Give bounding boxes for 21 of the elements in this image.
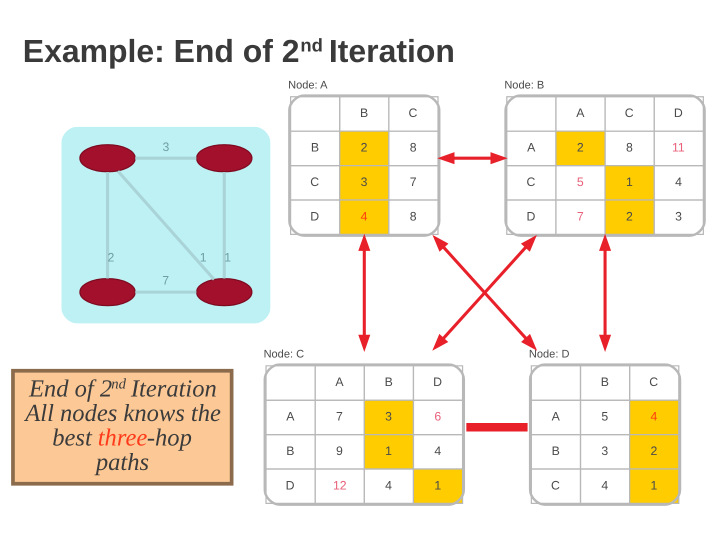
- node-ellipse: [79, 278, 136, 306]
- node-ellipse: [79, 144, 136, 172]
- connector: [116, 170, 216, 280]
- node-label: Node: B: [504, 79, 544, 92]
- node-ellipse: [196, 144, 253, 172]
- edge-label: 2: [108, 250, 114, 264]
- edge-label: 1: [200, 250, 207, 264]
- node-label: Node: C: [264, 348, 304, 360]
- cluster: [61, 126, 270, 324]
- node-ellipse: [196, 278, 253, 306]
- diagram-title: Example: End of 2$^{nd}$ Iteration: [22, 33, 455, 70]
- node-label: Node: A: [288, 79, 328, 92]
- edge-label: 3: [162, 140, 170, 154]
- node-label: Node: D: [528, 348, 570, 360]
- arrow: [599, 234, 612, 352]
- edge-label: 7: [162, 274, 170, 288]
- node-box: End of 2$^{nd}$ Iteration All nodes knows the best three-hop paths: [11, 368, 234, 486]
- edge-label: 1: [224, 250, 232, 264]
- connector: [466, 422, 528, 432]
- arrow: [358, 234, 370, 352]
- arrow: [437, 152, 508, 164]
